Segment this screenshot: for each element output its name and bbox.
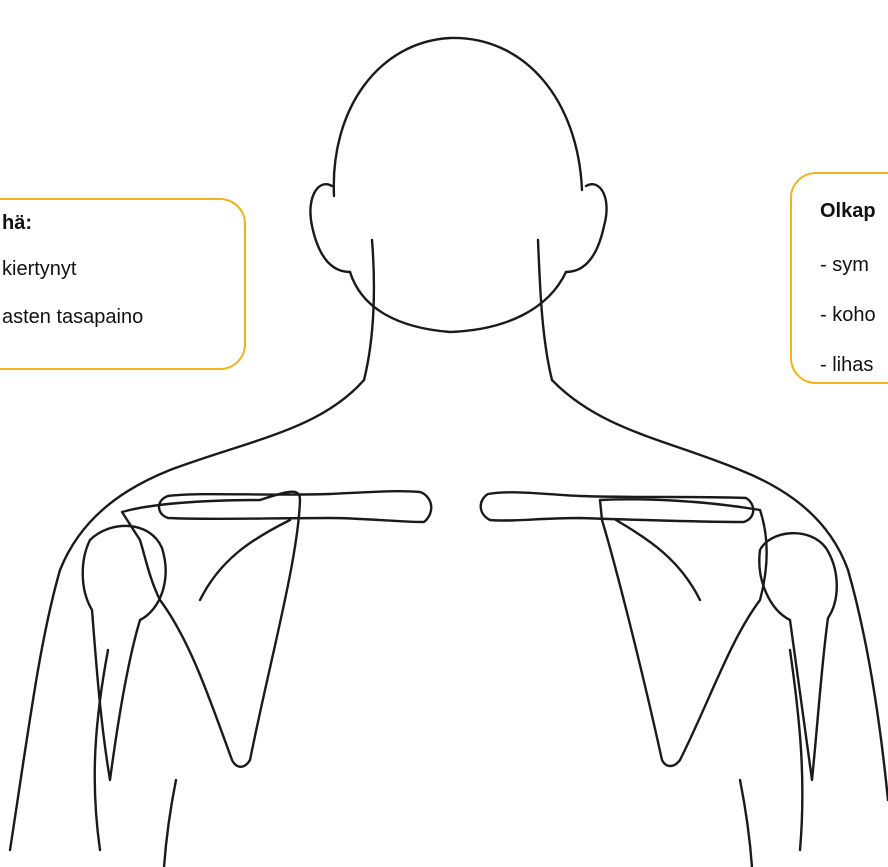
right-humerus [759, 533, 836, 780]
right-shoulder-line [552, 380, 848, 570]
left-scapula-fossa [200, 520, 290, 600]
callout-right-title: Olkap [820, 200, 876, 223]
left-shoulder-line [60, 380, 364, 570]
neck-left [364, 240, 374, 380]
callout-left: hä: kiertynyt asten tasapaino [0, 198, 246, 370]
left-torso-side [164, 780, 176, 867]
right-torso-side [740, 780, 752, 867]
right-scapula [600, 499, 767, 766]
left-clavicle [159, 491, 431, 522]
callout-right: Olkap - sym - koho - lihas [790, 172, 888, 384]
right-clavicle [481, 492, 754, 522]
callout-left-line-1: kiertynyt [2, 258, 76, 281]
callout-right-line-1: - sym [820, 254, 869, 277]
callout-right-line-2: - koho [820, 304, 876, 327]
head-outline [334, 38, 582, 196]
right-scapula-fossa [616, 520, 700, 600]
callout-left-line-2: asten tasapaino [2, 306, 143, 329]
callout-left-title: hä: [2, 212, 32, 235]
right-arm-inner [790, 650, 802, 850]
left-ear [310, 184, 350, 272]
callout-right-line-3: - lihas [820, 354, 873, 377]
jaw-outline [350, 272, 566, 332]
right-ear [566, 184, 607, 272]
left-arm-outer [10, 570, 60, 850]
neck-right [538, 240, 552, 380]
right-arm-outer [848, 570, 888, 800]
